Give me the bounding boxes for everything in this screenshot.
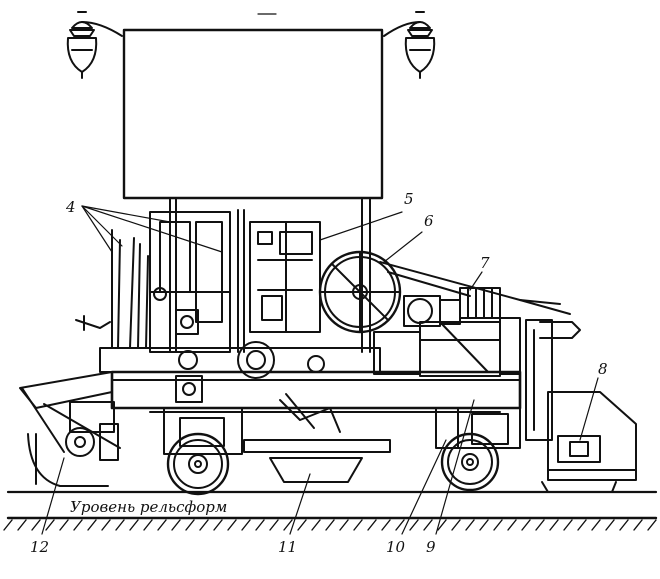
callout-12: 12: [30, 538, 49, 556]
lamp-right: [383, 11, 436, 79]
callout-4: 4: [65, 198, 76, 216]
callout-7: 7: [480, 254, 490, 272]
callout-11: 11: [278, 538, 297, 556]
ground-caption: Уровень рельсформ: [70, 498, 227, 516]
leader-lines: [41, 205, 599, 535]
callout-10: 10: [386, 538, 406, 556]
callout-5: 5: [404, 190, 414, 208]
rear-finisher: [519, 299, 637, 493]
gearbox: [373, 317, 521, 377]
front-roller: [19, 371, 121, 487]
front-bogie: [163, 407, 243, 496]
canopy: [122, 28, 384, 200]
callout-9: 9: [426, 538, 436, 556]
rear-bogie: [435, 407, 521, 492]
callout-8: 8: [598, 360, 608, 378]
lamp-left: [66, 11, 123, 79]
motor: [379, 261, 561, 327]
callout-6: 6: [424, 212, 434, 230]
callout-labels: 4 5 6 7 8 9 10 11 12: [30, 190, 608, 556]
control-levers: [75, 229, 167, 349]
smoothing-beam: [243, 393, 391, 483]
control-console: [149, 209, 321, 353]
handwheel: [318, 250, 402, 334]
